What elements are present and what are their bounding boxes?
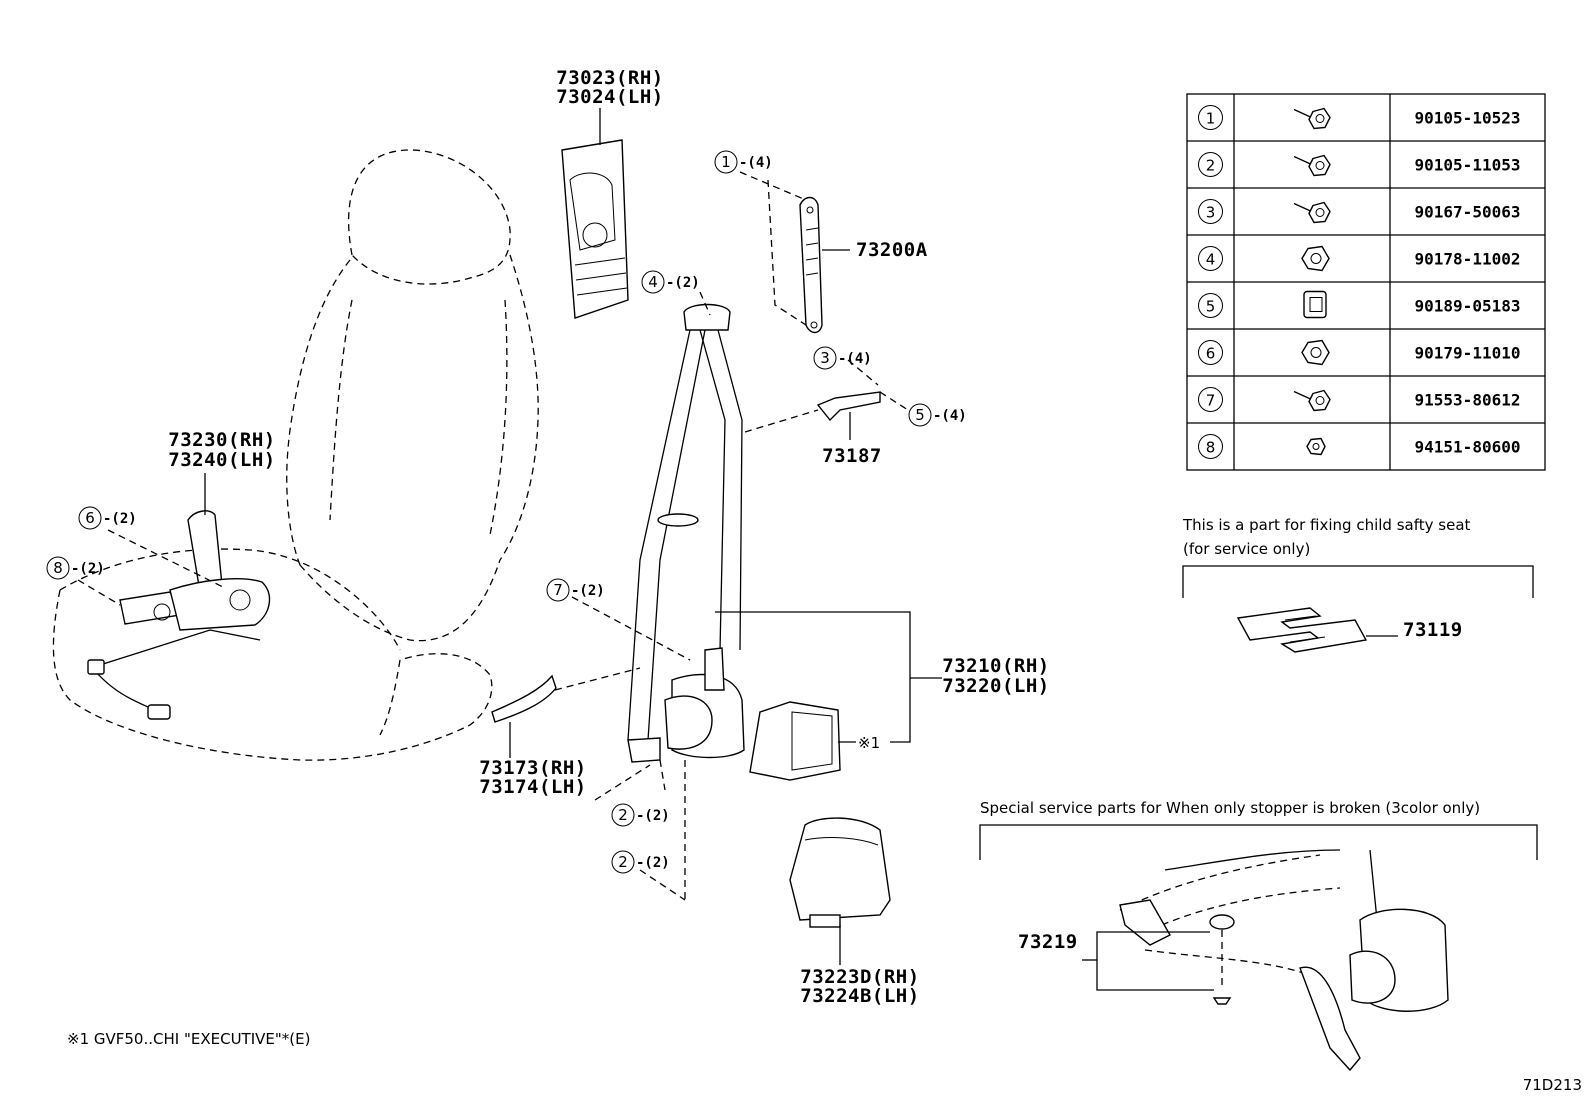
label-73210: 73210(RH) (942, 655, 1049, 677)
svg-text:6: 6 (85, 509, 95, 527)
table-row-number: 5 (1206, 298, 1216, 316)
bracket-73187 (816, 391, 881, 440)
nut-icon (1301, 245, 1330, 272)
table-row-part-number: 90178-11002 (1415, 250, 1521, 269)
small-nut-icon (1306, 437, 1326, 456)
clip-icon (1303, 290, 1327, 319)
pillar-garnish-73023 (561, 139, 629, 319)
label-73240: 73240(LH) (168, 449, 275, 471)
callout-5: 5 -(4) (908, 403, 967, 427)
svg-text:3: 3 (820, 349, 830, 367)
callout-3: 3 -(4) (813, 346, 872, 370)
svg-text:-(2): -(2) (71, 561, 105, 577)
label-73024: 73024(LH) (556, 86, 663, 108)
table-row-part-number: 90179-11010 (1415, 344, 1521, 363)
table-row-part-number: 90105-10523 (1415, 109, 1521, 128)
table-row-number: 8 (1206, 439, 1216, 457)
retractor-cover (749, 701, 841, 781)
label-73023: 73023(RH) (556, 67, 663, 89)
table-row-number: 6 (1206, 345, 1216, 363)
solid-leaders (204, 108, 942, 743)
callout-2b: 2 -(2) (611, 850, 670, 874)
front-seat-outline (52, 149, 539, 761)
svg-text:-(2): -(2) (103, 511, 137, 527)
seat-belt-retractor-73210 (627, 303, 745, 763)
child-seat-note-line2: (for service only) (1183, 540, 1310, 558)
table-row-part-number: 94151-80600 (1415, 438, 1521, 457)
label-ref-mark: ※1 (858, 734, 880, 752)
callout-8: 8 -(2) (46, 556, 105, 580)
table-row: 8 94151-80600 (1198, 434, 1521, 459)
table-row-number: 7 (1206, 392, 1216, 410)
stopper-note: Special service parts for When only stop… (980, 799, 1480, 817)
hardware-table: 1 90105-10523 2 90105-11053 3 90167-50063 4 901… (1186, 93, 1546, 471)
child-seat-note-line1: This is a part for fixing child safty se… (1182, 516, 1471, 534)
table-row-number: 2 (1206, 157, 1216, 175)
table-row: 4 90178-11002 (1198, 245, 1521, 272)
table-row: 2 90105-11053 (1198, 152, 1521, 177)
garnish-73173 (491, 674, 557, 758)
label-73223d: 73223D(RH) (800, 966, 919, 988)
label-73200a: 73200A (856, 239, 928, 261)
label-73230: 73230(RH) (168, 429, 275, 451)
svg-text:2: 2 (618, 853, 628, 871)
leader-lines (77, 171, 909, 901)
cover-73223d (789, 817, 891, 965)
table-row-number: 1 (1206, 110, 1216, 128)
label-73119: 73119 (1403, 619, 1463, 641)
label-73224b: 73224B(LH) (800, 985, 919, 1007)
label-73219: 73219 (1018, 931, 1078, 953)
child-seat-plate-73119 (1236, 607, 1368, 653)
table-row: 6 90179-11010 (1198, 339, 1521, 366)
stopper-section: Special service parts for When only stop… (979, 799, 1538, 1072)
svg-text:8: 8 (53, 559, 63, 577)
table-row: 3 90167-50063 (1198, 199, 1521, 224)
callout-2a: 2 -(2) (611, 803, 670, 827)
svg-text:-(4): -(4) (838, 351, 872, 367)
table-row-part-number: 90167-50063 (1415, 203, 1521, 222)
anchor-adjuster-73200a (799, 196, 850, 334)
callout-1: 1 -(4) (714, 150, 773, 174)
label-73220: 73220(LH) (942, 675, 1049, 697)
child-seat-section: This is a part for fixing child safty se… (1182, 516, 1534, 653)
svg-text:-(2): -(2) (636, 855, 670, 871)
svg-text:-(2): -(2) (571, 583, 605, 599)
part-labels: 73023(RH) 73024(LH) 73200A 73187 73230(R… (168, 67, 1462, 1007)
nut-icon (1301, 339, 1330, 366)
bolt-icon (1293, 389, 1331, 412)
table-row: 1 90105-10523 (1198, 105, 1521, 130)
table-row-part-number: 90105-11053 (1415, 156, 1521, 175)
svg-text:-(4): -(4) (739, 155, 773, 171)
svg-text:-(2): -(2) (666, 275, 700, 291)
table-row-number: 4 (1206, 251, 1216, 269)
buckle-assembly-73230 (87, 510, 271, 720)
svg-text:7: 7 (553, 581, 563, 599)
table-row: 7 91553-80612 (1198, 387, 1521, 412)
svg-text:5: 5 (915, 406, 925, 424)
label-73187: 73187 (822, 445, 882, 467)
table-row-number: 3 (1206, 204, 1216, 222)
svg-text:-(4): -(4) (933, 408, 967, 424)
table-row-part-number: 91553-80612 (1415, 391, 1521, 410)
diagram-code: 71D213 (1523, 1076, 1582, 1094)
svg-text:2: 2 (618, 806, 628, 824)
svg-text:-(2): -(2) (636, 808, 670, 824)
svg-text:4: 4 (648, 273, 658, 291)
table-row-part-number: 90189-05183 (1415, 297, 1521, 316)
bolt-icon (1293, 107, 1331, 130)
callouts: 1 -(4) 4 -(2) 3 -(4) 5 -(4) 6 -(2) 8 -(2… (46, 150, 967, 874)
callout-7: 7 -(2) (546, 578, 605, 602)
callout-6: 6 -(2) (78, 506, 137, 530)
footnote: ※1 GVF50..CHI "EXECUTIVE"*(E) (67, 1030, 310, 1048)
bolt-icon (1293, 154, 1331, 177)
screw-icon (1293, 201, 1331, 224)
label-73174: 73174(LH) (479, 776, 586, 798)
label-73173: 73173(RH) (479, 757, 586, 779)
table-row: 5 90189-05183 (1198, 290, 1521, 319)
callout-4: 4 -(2) (641, 270, 700, 294)
svg-text:1: 1 (721, 153, 731, 171)
